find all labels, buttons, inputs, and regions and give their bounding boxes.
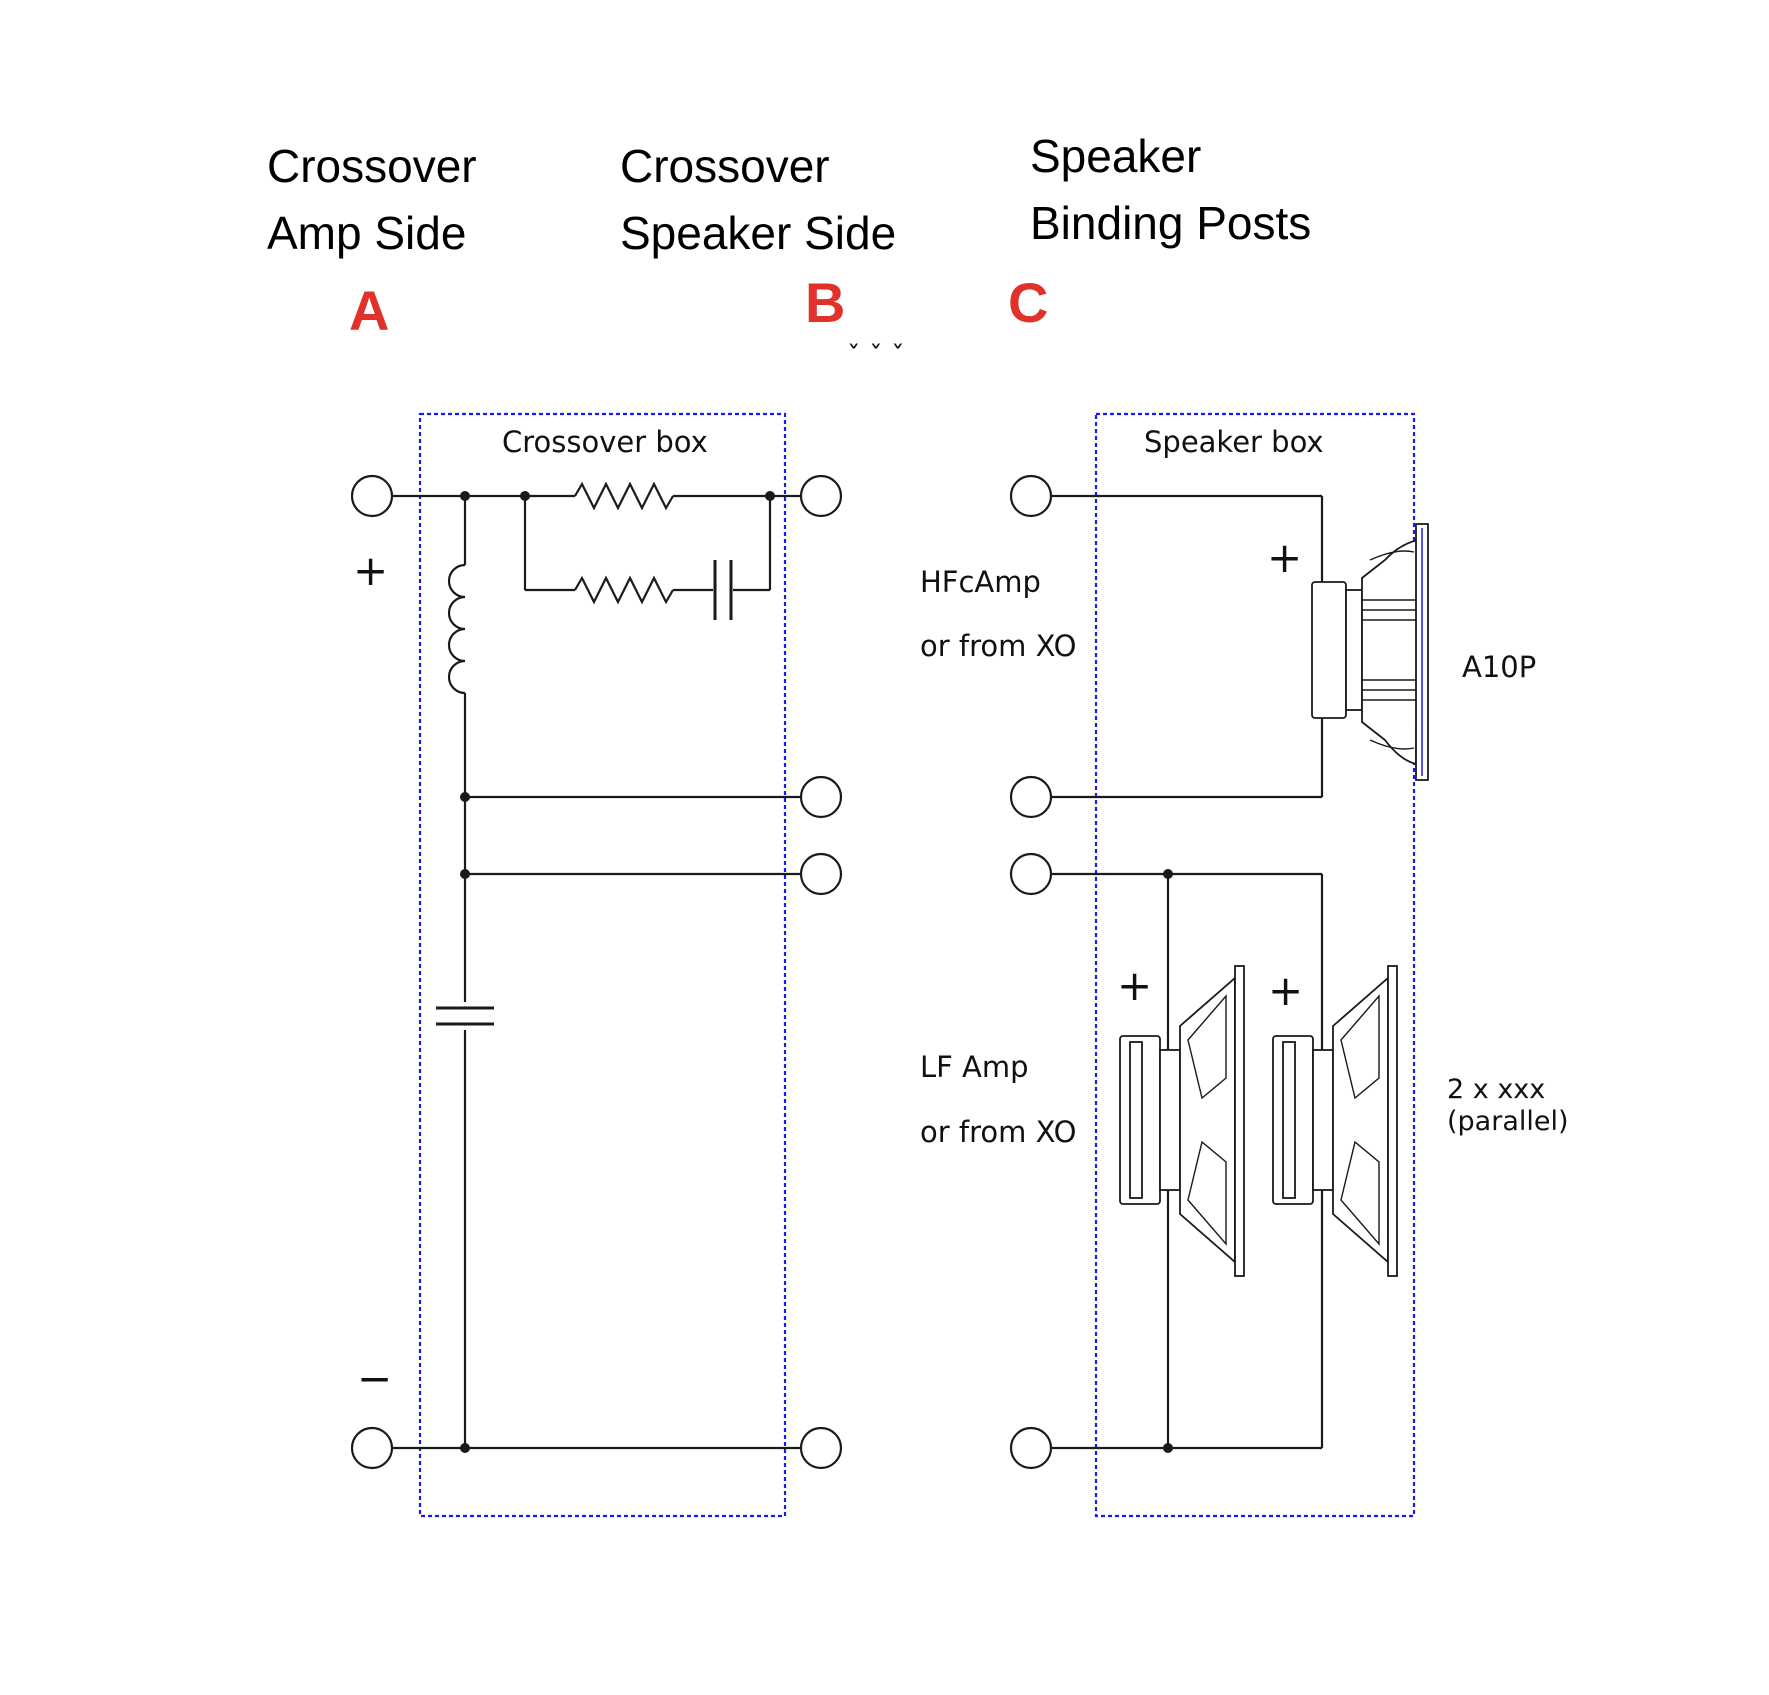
hf-driver-plus: + <box>1267 533 1302 582</box>
hf-out-positive-terminal <box>799 474 843 518</box>
hf-in-positive-terminal <box>1009 474 1053 518</box>
label-c: C <box>1008 271 1048 334</box>
amp-side-header-line1: Crossover <box>267 140 477 192</box>
lf-out-positive-terminal <box>799 852 843 896</box>
lf-drivers-label-line1: 2 x xxx <box>1447 1074 1545 1105</box>
crossover-box-title: Crossover box <box>502 425 708 459</box>
lf-in-positive-terminal <box>1009 852 1053 896</box>
amp-side-header-line2: Amp Side <box>267 207 466 259</box>
hf-out-negative-terminal <box>799 775 843 819</box>
lf-input-label-line2: or from XO <box>920 1115 1076 1149</box>
hf-input-label-line2: or from XO <box>920 629 1076 663</box>
lf-in-negative-terminal <box>1009 1426 1053 1470</box>
lf-drivers-label-line2: (parallel) <box>1447 1106 1569 1137</box>
negative-sign: − <box>357 1354 392 1403</box>
crossover-box-border <box>418 412 787 1518</box>
lf-driver-2-plus: + <box>1268 966 1303 1015</box>
hf-driver-icon <box>1311 523 1429 781</box>
lf-input-label-line1: LF Amp <box>920 1050 1029 1084</box>
speaker-side-header-line2: Speaker Side <box>620 207 896 259</box>
positive-sign: + <box>353 546 388 595</box>
binding-posts-header-line1: Speaker <box>1030 130 1201 182</box>
amp-positive-terminal <box>350 474 394 518</box>
crossover-network <box>392 481 801 1453</box>
tick-marks: ˇ ˇ ˇ <box>847 341 905 372</box>
lf-driver-2-icon <box>1272 965 1398 1277</box>
binding-posts-header-line2: Binding Posts <box>1030 197 1311 249</box>
lf-out-negative-terminal <box>799 1426 843 1470</box>
hf-in-negative-terminal <box>1009 775 1053 819</box>
speaker-box-border <box>1094 412 1416 1518</box>
label-b: B <box>805 271 845 334</box>
speaker-box-title: Speaker box <box>1144 425 1324 459</box>
lf-driver-1-plus: + <box>1117 961 1152 1010</box>
lf-driver-1-icon <box>1119 965 1245 1277</box>
label-a: A <box>349 279 389 342</box>
hf-input-label-line1: HFcAmp <box>920 565 1041 599</box>
hf-driver-label: A10P <box>1462 650 1536 684</box>
hf-wiring <box>1051 494 1324 799</box>
speaker-side-header-line1: Crossover <box>620 140 830 192</box>
amp-negative-terminal <box>350 1426 394 1470</box>
